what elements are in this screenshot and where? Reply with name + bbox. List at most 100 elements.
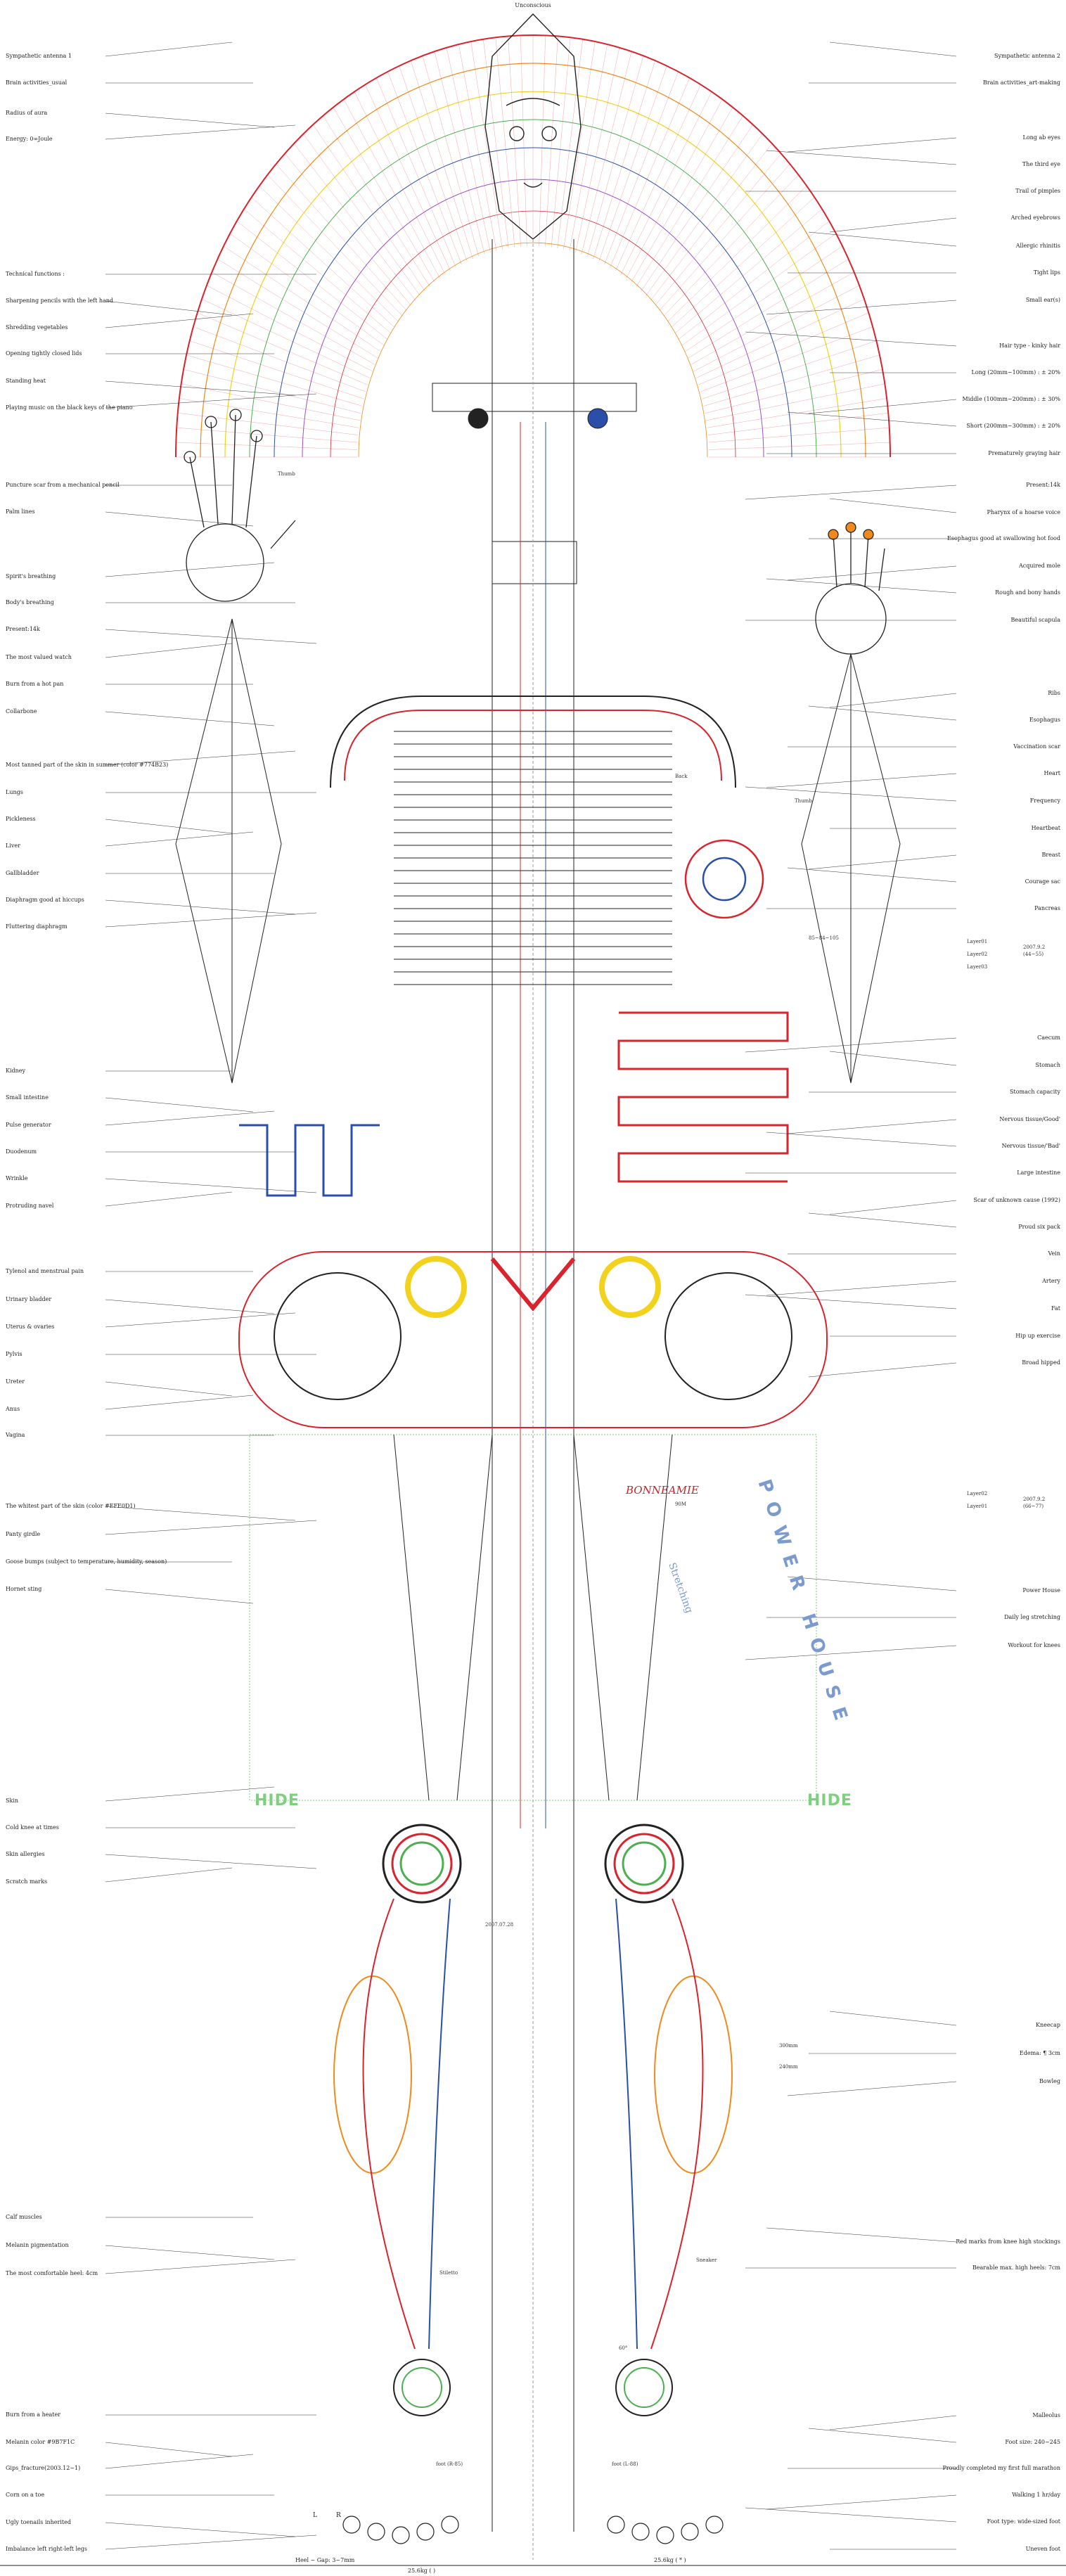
right-label: Esophagus good at swallowing hot food [947, 535, 1060, 542]
left-label: Opening tightly closed lids [6, 350, 82, 357]
left-label: Gallbladder [6, 870, 39, 876]
aura-ray [655, 153, 782, 306]
left-label: Pylvis [6, 1351, 23, 1357]
right-label: Brain activities_art-making [983, 79, 1060, 86]
leader-line [745, 1037, 957, 1053]
right-label: Vaccination scar [1013, 743, 1060, 750]
thumb-label-right: Thumb [795, 798, 812, 804]
right-label: Stomach [1035, 1062, 1061, 1068]
aura-ray [243, 209, 391, 333]
aura-ray [343, 99, 440, 278]
aura-ray [650, 143, 773, 301]
aura-ray [646, 134, 763, 296]
aura-ray [688, 259, 849, 359]
left-label: Pickleness [6, 816, 36, 822]
right-label: Long (20mm~100mm) : ± 20% [971, 369, 1061, 376]
aura-ray [376, 77, 456, 268]
leader-line [766, 2227, 957, 2243]
aura-ray [251, 197, 395, 328]
leader-line [105, 2442, 233, 2457]
aura-ray [679, 221, 830, 340]
right-label: Rough and bony hands [995, 589, 1060, 596]
leader-line [829, 41, 957, 57]
right-label: Walking 1 hr/day [1012, 2492, 1060, 2498]
hide-label-left: HIDE [255, 1792, 300, 1809]
leader-line [787, 1119, 957, 1134]
ribs [394, 731, 672, 985]
aura-ray [508, 36, 521, 247]
left-label: Standing heat [6, 378, 46, 384]
left-label: Spirit's breathing [6, 573, 56, 579]
aura-ray [693, 285, 860, 372]
left-label: Energy: 0∞Joule [6, 136, 53, 142]
right-label: Foot type: wide-sized foot [987, 2518, 1060, 2525]
right-label: Short (200mm~300mm) : ± 20% [966, 423, 1060, 429]
leader-lines [105, 41, 957, 2550]
aura-ray [212, 271, 375, 365]
leader-line [105, 562, 275, 577]
leader-line [105, 750, 296, 766]
leader-line [105, 1299, 275, 1314]
layer-note-item: Layer02 [967, 1491, 988, 1497]
aura-ray [236, 221, 387, 340]
leader-line [829, 1200, 957, 1215]
left-label: Protruding navel [6, 1203, 54, 1209]
aura-ray [434, 51, 485, 255]
aura-ray [365, 84, 451, 271]
leader-line [829, 217, 957, 233]
leader-line [829, 498, 957, 513]
left-label: Tylenol and menstrual pain [6, 1268, 84, 1274]
aura-ray [557, 39, 583, 248]
aura-ray [223, 245, 381, 352]
aura-ray [545, 36, 558, 247]
aura-ray [703, 354, 880, 406]
aura-ray [446, 47, 491, 252]
leader-line [808, 1362, 957, 1378]
leader-line [105, 1097, 254, 1113]
aura-ray [675, 209, 823, 333]
leader-line [787, 411, 957, 427]
left-label: Calf muscles [6, 2214, 42, 2220]
left-label: Melanin pigmentation [6, 2242, 69, 2248]
right-label: Prematurely graying hair [988, 450, 1060, 456]
leader-line [105, 1110, 275, 1126]
right-label: Malleolus [1032, 2412, 1060, 2418]
aura-rays [176, 35, 890, 458]
left-label: Panty girdle [6, 1531, 41, 1537]
right-label: Nervous tissue/'Bad' [1001, 1143, 1060, 1149]
left-label: Sympathetic antenna 1 [6, 53, 72, 59]
layer-note-date: 2007.9.2 [1023, 944, 1046, 950]
aura-ray [276, 164, 407, 311]
right-label: Daily leg stretching [1004, 1614, 1060, 1620]
leader-line [808, 231, 957, 247]
right-label: Pancreas [1034, 905, 1060, 911]
toes [342, 2516, 724, 2544]
left-label: Diaphragm good at hiccups [6, 897, 84, 903]
aura-ray [615, 84, 701, 271]
leader-line [808, 705, 957, 721]
right-label: Allergic rhinitis [1015, 243, 1060, 249]
left-label: Brain activities_usual [6, 79, 68, 86]
left-label: Corn on a toe [6, 2492, 45, 2498]
toe [681, 2523, 699, 2541]
right-label: Frequency [1029, 797, 1060, 804]
leader-line [829, 2415, 957, 2430]
aura-ray [399, 65, 468, 262]
aura-ray [706, 383, 885, 421]
spine [492, 239, 574, 2560]
back-label: Back [675, 774, 688, 779]
weight-left: 25.6kg ( ) [408, 2568, 436, 2574]
right-label: Pharynx of a hoarse voice [987, 509, 1060, 515]
left-label: Sharpening pencils with the left hand [6, 297, 114, 304]
aura-ray [569, 44, 608, 251]
knees [382, 1824, 684, 1904]
leader-line [745, 2507, 957, 2523]
measurement-label: 85~84~105 [809, 935, 839, 941]
hide-label-right: HIDE [807, 1792, 852, 1809]
leader-line [766, 578, 957, 594]
heart [684, 839, 764, 919]
aura-ray [189, 340, 364, 399]
leader-line [745, 1294, 957, 1309]
aura-ray [539, 35, 546, 247]
right-label: Tight lips [1033, 269, 1060, 276]
